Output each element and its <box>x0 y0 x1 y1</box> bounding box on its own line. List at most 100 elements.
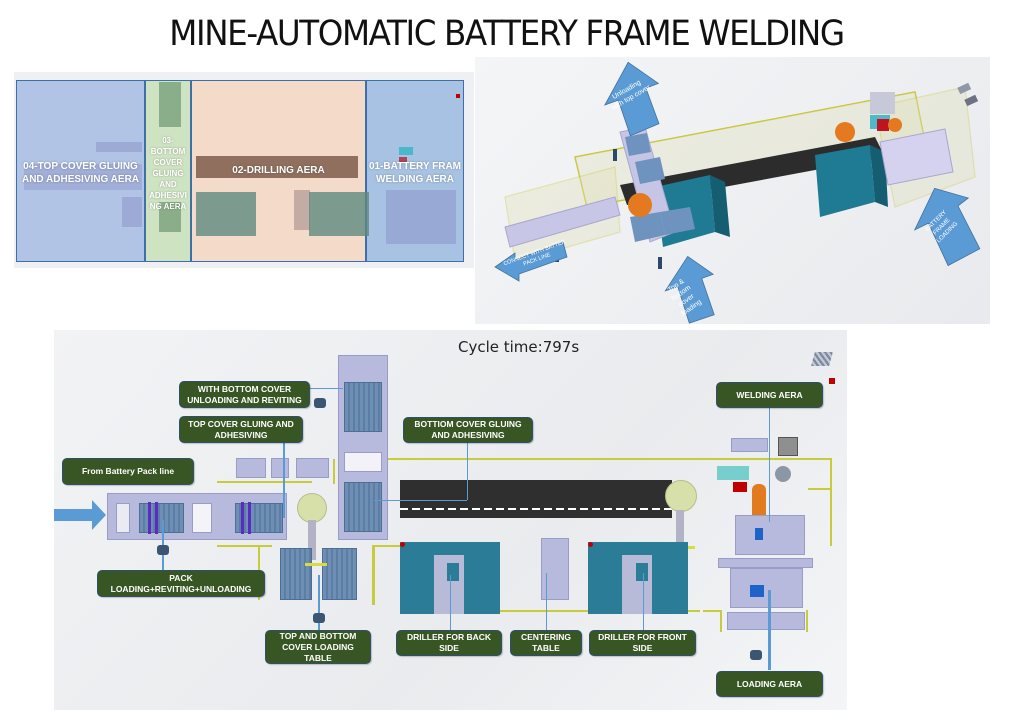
cycle-time: Cycle time:797s <box>458 338 580 356</box>
leader-line <box>643 573 644 630</box>
loading-table-bar <box>305 563 327 566</box>
centering-table-shape <box>541 538 569 600</box>
zone-02-label: 02-DRILLING AERA <box>232 165 325 176</box>
zone-03-label: 03-BOTTOM COVER GLUING AND ADHESIVI NG A… <box>149 136 187 211</box>
welding-power-source <box>778 437 798 456</box>
control-cabinet <box>717 466 749 480</box>
marker-shape <box>456 94 460 98</box>
safety-fence <box>372 545 402 547</box>
conveyor-shape <box>24 164 142 190</box>
status-light <box>588 542 593 547</box>
welding-station-3d <box>879 128 954 186</box>
pack-clamp <box>241 502 244 534</box>
pallet <box>660 207 695 235</box>
pack-clamp <box>248 502 251 534</box>
leader-line <box>283 443 285 518</box>
operator-icon <box>157 545 169 555</box>
loading-conveyor <box>727 612 805 630</box>
operator-icon <box>313 613 325 623</box>
robot-welding <box>888 118 902 132</box>
pallet-icon <box>957 82 972 95</box>
glue-unit <box>296 458 329 478</box>
arrow-battery-frame-loading <box>913 187 981 267</box>
pallet-icon <box>964 94 979 107</box>
operator <box>658 257 662 269</box>
equipment-shape <box>159 82 181 127</box>
cover-stack-top <box>280 548 312 600</box>
robot-arm <box>308 520 316 560</box>
battery-pack <box>139 503 184 533</box>
leader-line <box>769 407 770 522</box>
safety-fence <box>808 488 832 490</box>
station-slot <box>192 503 212 533</box>
main-transfer-conveyor <box>400 480 672 518</box>
spindle <box>447 563 459 581</box>
operator-icon <box>750 650 762 660</box>
pack-clamp <box>148 502 151 534</box>
driller-shape <box>196 192 256 236</box>
marker-icon <box>829 378 835 384</box>
label-driller-front: DRILLER FOR FRONT SIDE <box>589 630 696 656</box>
welding-robot <box>752 484 766 522</box>
station-slot <box>116 503 130 533</box>
cover-stack-bottom <box>322 548 357 600</box>
driller-front-3d <box>815 145 875 217</box>
glue-unit <box>236 458 266 478</box>
driller-back-side <box>710 175 730 237</box>
safety-fence <box>720 610 722 632</box>
zone-04-label: 04-TOP COVER GLUING AND ADHESIVING AERA <box>21 161 140 185</box>
safety-fence <box>385 458 832 460</box>
bottom-cover-stack <box>344 382 382 432</box>
operator <box>613 149 617 161</box>
label-pack-loading: PACK LOADING+REVITING+UNLOADING <box>97 570 265 597</box>
pack-line <box>504 196 621 248</box>
transfer-rail <box>718 558 813 568</box>
glue-unit <box>271 458 289 478</box>
label-top-cover-gluing: TOP COVER GLUING AND ADHESIVING <box>179 416 303 443</box>
fixture-clamp <box>750 585 764 597</box>
infeed-arrow-icon <box>54 500 106 530</box>
driller-shape <box>309 192 369 236</box>
gas-tank <box>775 466 791 482</box>
pallet <box>635 157 665 184</box>
conveyor-track <box>400 508 672 510</box>
bottom-cover-stack <box>344 482 382 532</box>
arrow-connect-pack-line <box>494 241 568 282</box>
zone-04 <box>16 80 145 262</box>
cabinet <box>731 438 768 452</box>
gluing-robot <box>297 493 327 523</box>
leader-line <box>318 575 320 630</box>
safety-fence <box>703 610 722 612</box>
safety-fence <box>333 459 335 484</box>
isometric-scene <box>494 61 981 324</box>
label-centering-table: CENTERING TABLE <box>510 630 582 656</box>
equipment-shape <box>96 142 142 152</box>
label-from-battery-pack: From Battery Pack line <box>62 458 194 485</box>
label-bottom-cover-gluing: BOTTIOM COVER GLUING AND ADHESIVING <box>403 417 533 443</box>
pallet <box>625 133 651 156</box>
equipment-shape <box>399 147 413 155</box>
safety-fence <box>217 481 312 483</box>
leader-line <box>546 573 547 630</box>
robot-gluing <box>628 193 652 217</box>
safety-fence <box>400 610 700 612</box>
welding-fixture-top <box>735 515 805 555</box>
leader-line <box>450 575 451 630</box>
conveyor-shape <box>196 156 358 178</box>
fixture-clamp <box>755 528 763 540</box>
safety-fence <box>372 545 375 605</box>
pallet <box>630 212 665 242</box>
pallet-icon <box>811 352 833 366</box>
welding-controller <box>733 482 747 492</box>
label-driller-back: DRILLER FOR BACK SIDE <box>396 630 502 656</box>
page-title: MINE-AUTOMATIC BATTERY FRAME WELDING <box>169 14 845 54</box>
spindle <box>636 563 648 581</box>
welding-station-shape <box>386 190 456 244</box>
centering-table-shape <box>294 190 310 230</box>
isometric-view-panel: Unloading with top cover CONNECT WITH BA… <box>475 57 990 324</box>
station-slot <box>344 452 382 472</box>
label-with-bottom-cover: WITH BOTTOM COVER UNLOADING AND REVITING <box>179 381 310 408</box>
label-loading-area: LOADING AERA <box>716 671 823 697</box>
robot-drilling <box>835 122 855 142</box>
arrow-cover-loading <box>664 255 715 324</box>
